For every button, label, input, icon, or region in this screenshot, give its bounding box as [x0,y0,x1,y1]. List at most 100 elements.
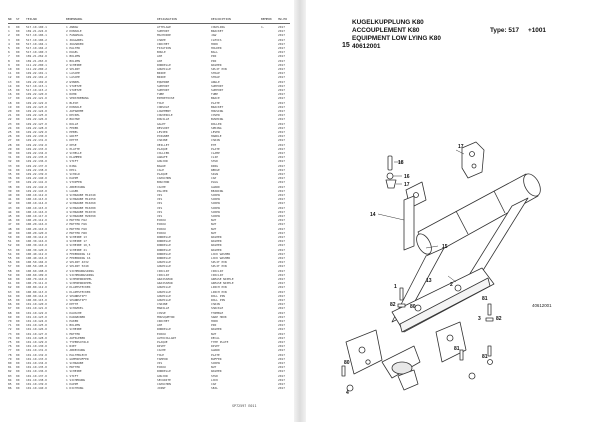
cell-part: 149.22.135.0 [26,155,47,160]
cell-code: 2017 [278,256,285,260]
cell-d3: SCREW [211,201,220,206]
bolt-81-bottom [459,349,464,361]
cell-pos: 12 [8,75,12,80]
cell-code: 2017 [278,218,285,223]
cell-desc: 1 STOPFEN [66,180,82,185]
cell-qty: 00 [16,88,20,92]
cell-part: 101.10.126.0 [26,327,47,332]
cell-code: 2017 [278,205,285,210]
cell-qty: 00 [16,205,20,210]
cell-pos: 61 [8,281,12,286]
cell-pos: 75 [8,340,12,344]
cell-pos: 83 [8,373,12,378]
callout-label: 2 [450,282,453,288]
cell-desc: 1 SICHERUNGSRING [66,272,94,277]
cell-pos: 31 [8,155,12,160]
cell-qty: 00 [16,340,20,344]
cell-desc: 4 FEDERRING 12 [66,251,91,256]
cell-desc: 1 KEIL [66,167,77,172]
callout-label: 80 [344,360,350,366]
cell-part: 517.10.104.2 [26,46,47,50]
diagram-page: 15 KUGELKUPPLUNG K80 ACCOUPLEMENT K80 EQ… [306,0,600,422]
cell-qty: 00 [16,96,20,101]
cell-part: 517.10.106.2 [26,37,47,42]
cell-d3: HOUSING [211,109,224,113]
cell-d2: RONDELLE [157,327,171,332]
cell-desc: 1 HAKEN [66,319,79,323]
cell-qty: 00 [16,167,20,172]
cell-part: 101.10.133.0 [26,356,47,361]
cell-part: 100.50.105.0 [26,264,47,269]
cell-code: 2017 [278,113,285,118]
cell-desc: 1 MUTTER [66,365,80,370]
cell-part: 149.22.122.0 [26,100,47,105]
cell-d2: CROCHET [157,319,170,323]
cell-d2: RONDELLE [157,62,171,67]
cell-desc: 1 DECKEL [66,113,80,118]
cell-qty: 00 [16,344,20,349]
cell-code: 2017 [278,151,285,155]
cell-d3: SPLIT PIN [211,67,227,71]
cell-desc: 2 OESE [66,142,77,147]
cell-part: 100.60.109.0 [26,272,47,277]
cell-d3: CIRCLIP [211,272,224,277]
cell-qty: 00 [16,209,20,214]
cell-part: 517.10.115.2 [26,88,47,92]
cell-d2: ECROU [157,331,166,336]
cell-pos: 79 [8,356,12,361]
cell-pos: 42 [8,201,12,206]
cell-pos: 4 [8,41,10,46]
cell-desc: 1 STUETZE [66,83,82,88]
cell-d2: CACHE [157,348,166,353]
cell-part: 101.10.140.0 [26,386,47,391]
cell-code: 2017 [278,247,285,252]
cell-pos: 80 [8,361,12,365]
cell-part: 100.10.112.0 [26,193,47,197]
cell-pos: 27 [8,138,12,143]
cell-qty: 00 [16,323,20,328]
cell-desc: 1 BOLZEN [66,323,80,328]
cell-part: 149.22.139.0 [26,172,47,176]
cell-d3: ROLL PIN [211,298,225,302]
cell-pos: 71 [8,323,12,328]
cell-pos: 82 [8,369,12,374]
cell-part: 100.40.112.0 [26,251,47,256]
cell-qty: 00 [16,62,20,67]
cell-desc: 1 KLAPPSTECKER [66,289,91,294]
cell-d2: CONSOLE [157,104,170,109]
cell-qty: 00 [16,125,20,130]
cell-desc: 1 ROLLE [66,121,79,126]
drawing-code: 40612001 [352,43,381,50]
cell-code: 2017 [278,125,285,130]
bolt-80-top [397,303,406,308]
cell-d2: ECROU [157,365,166,370]
cell-d2: OEILLET [157,142,170,147]
cell-qty: 00 [16,335,20,340]
cell-d3: LINCH PIN [211,289,227,294]
cell-code: 2017 [278,58,285,63]
cell-code: 2017 [278,155,285,160]
cell-part: 517.10.100.3 [26,50,47,55]
cell-d3: STUD [211,373,218,378]
cell-part: 149.22.102.0 [26,79,47,84]
cell-d2: AUTOCOLLANT [157,335,177,340]
cell-desc: 1 KLAMMER [66,155,82,160]
cell-d3: DECAL [211,335,220,340]
cell-d3: WASHER [211,235,222,239]
cell-d2: MOUSQUETON [157,314,175,319]
cell-code: 2017 [278,340,285,344]
cell-code: 2017 [278,373,285,378]
